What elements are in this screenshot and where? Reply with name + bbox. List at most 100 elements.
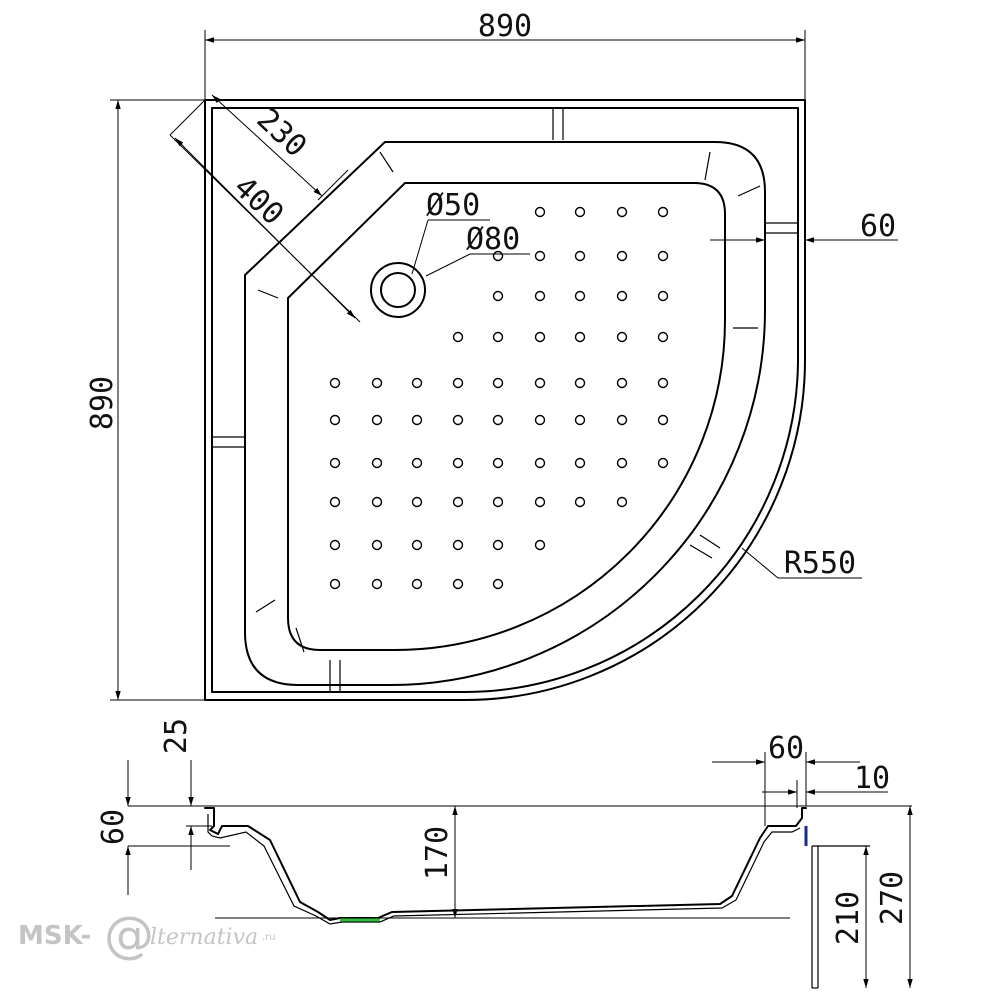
anti-slip-dot	[492, 496, 504, 508]
anti-slip-dot	[534, 331, 546, 343]
dim-width: 890	[204, 9, 806, 100]
anti-slip-dot	[452, 414, 464, 426]
anti-slip-dot	[616, 496, 628, 508]
anti-slip-dot	[574, 206, 586, 218]
dim-corner-depth-label: 400	[227, 170, 291, 233]
dim-height: 890	[85, 99, 205, 701]
dim-panel-height-label: 210	[831, 891, 866, 945]
rim-ticks	[255, 151, 761, 653]
anti-slip-dot	[371, 457, 383, 469]
dim-lip-height: 25	[159, 718, 212, 870]
anti-slip-dot	[534, 290, 546, 302]
anti-slip-dot	[534, 539, 546, 551]
anti-slip-dot	[411, 457, 423, 469]
drain-leaders: Ø50 Ø80	[411, 188, 530, 277]
anti-slip-dot	[574, 377, 586, 389]
dim-corner-depth: 400	[169, 134, 361, 323]
dim-radius: R550	[741, 546, 862, 581]
anti-slip-dot	[657, 414, 669, 426]
anti-slip-dot	[574, 414, 586, 426]
anti-slip-dot	[452, 539, 464, 551]
dim-rim: 60	[710, 209, 898, 244]
anti-slip-dot	[329, 539, 341, 551]
anti-slip-dot	[329, 377, 341, 389]
dim-flange-thickness-label: 10	[854, 761, 890, 796]
anti-slip-dot	[616, 250, 628, 262]
dim-flange-width-label: 60	[768, 731, 804, 766]
tray-side-profile-inner	[207, 814, 801, 925]
anti-slip-dot	[534, 206, 546, 218]
dim-basin-depth: 170	[420, 806, 458, 918]
anti-slip-dot	[411, 539, 423, 551]
anti-slip-dot	[411, 578, 423, 590]
top-view: 890 890 230 400 Ø50 Ø8	[85, 9, 898, 701]
dim-corner-offset-label: 230	[250, 102, 314, 165]
anti-slip-dot	[616, 377, 628, 389]
anti-slip-dot	[329, 578, 341, 590]
drain-inner-label: Ø50	[426, 188, 480, 223]
dim-rim-height-label: 60	[96, 809, 131, 845]
anti-slip-dot	[534, 250, 546, 262]
anti-slip-dot	[657, 331, 669, 343]
anti-slip-dot	[657, 206, 669, 218]
anti-slip-dot	[574, 496, 586, 508]
anti-slip-dot	[574, 250, 586, 262]
dim-panel-height: 210	[831, 846, 869, 988]
anti-slip-dot	[616, 414, 628, 426]
drain-inner-ring	[380, 272, 416, 308]
front-panel	[804, 826, 870, 989]
anti-slip-dot	[657, 377, 669, 389]
dim-width-label: 890	[478, 9, 532, 44]
dim-lip-height-label: 25	[159, 718, 194, 754]
anti-slip-dot	[452, 377, 464, 389]
anti-slip-dot	[329, 496, 341, 508]
anti-slip-dot	[534, 377, 546, 389]
anti-slip-dot	[574, 290, 586, 302]
anti-slip-dot	[452, 457, 464, 469]
anti-slip-dot	[492, 457, 504, 469]
anti-slip-dot	[411, 496, 423, 508]
dim-height-label: 890	[85, 376, 120, 430]
anti-slip-dot	[657, 250, 669, 262]
anti-slip-dot	[616, 457, 628, 469]
anti-slip-dot	[492, 578, 504, 590]
anti-slip-dot	[616, 331, 628, 343]
tray-outer-outline	[204, 99, 806, 701]
dim-basin-depth-label: 170	[420, 826, 455, 880]
anti-slip-dots	[329, 206, 669, 590]
anti-slip-dot	[534, 414, 546, 426]
anti-slip-dot	[657, 290, 669, 302]
anti-slip-dot	[371, 377, 383, 389]
anti-slip-dot	[452, 331, 464, 343]
anti-slip-dot	[492, 539, 504, 551]
drain	[370, 262, 426, 318]
basin-floor-outline	[287, 182, 726, 651]
anti-slip-dot	[657, 457, 669, 469]
anti-slip-dot	[534, 457, 546, 469]
side-view: 25 60 170 60 10	[96, 718, 913, 989]
anti-slip-dot	[616, 290, 628, 302]
anti-slip-dot	[616, 206, 628, 218]
tray-rim-line	[211, 107, 799, 693]
anti-slip-dot	[329, 414, 341, 426]
anti-slip-dot	[492, 377, 504, 389]
anti-slip-dot	[492, 331, 504, 343]
anti-slip-dot	[534, 496, 546, 508]
watermark-brand-suffix: lternativa	[150, 925, 258, 950]
anti-slip-dot	[411, 414, 423, 426]
tray-side-profile	[204, 807, 807, 921]
dim-total-height-label: 270	[875, 871, 910, 925]
anti-slip-dot	[492, 290, 504, 302]
anti-slip-dot	[371, 578, 383, 590]
dim-total-height: 270	[875, 806, 913, 988]
drain-outer-ring	[370, 262, 426, 318]
anti-slip-dot	[452, 496, 464, 508]
anti-slip-dot	[411, 377, 423, 389]
anti-slip-dot	[329, 457, 341, 469]
support-bars	[212, 108, 798, 692]
anti-slip-dot	[371, 539, 383, 551]
drain-outer-label: Ø80	[466, 222, 520, 257]
dim-radius-label: R550	[784, 546, 856, 581]
anti-slip-dot	[371, 496, 383, 508]
